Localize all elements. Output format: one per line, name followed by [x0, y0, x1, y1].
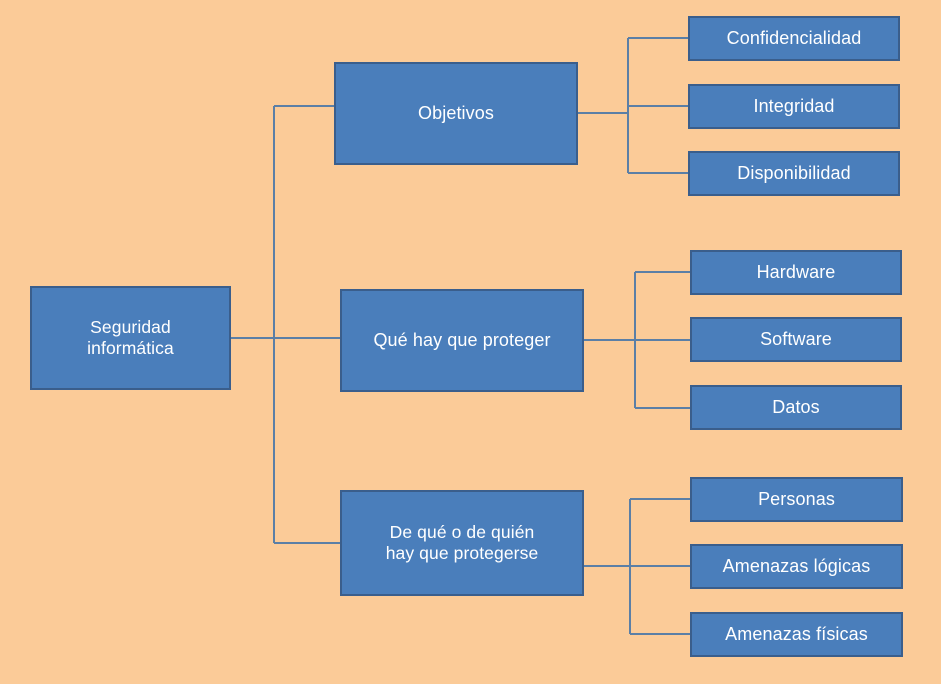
node-leaf-amenazas-fisicas[interactable]: Amenazas físicas	[690, 612, 903, 657]
node-leaf-disponibilidad[interactable]: Disponibilidad	[688, 151, 900, 196]
node-leaf-amenazas-logicas[interactable]: Amenazas lógicas	[690, 544, 903, 589]
node-branch-objetivos[interactable]: Objetivos	[334, 62, 578, 165]
node-leaf-integridad[interactable]: Integridad	[688, 84, 900, 129]
node-branch-de-que-o-de-quien-hay-que-protegerse[interactable]: De qué o de quién hay que protegerse	[340, 490, 584, 596]
node-root-seguridad-informatica[interactable]: Seguridad informática	[30, 286, 231, 390]
node-branch-que-hay-que-proteger[interactable]: Qué hay que proteger	[340, 289, 584, 392]
node-leaf-confidencialidad[interactable]: Confidencialidad	[688, 16, 900, 61]
node-leaf-hardware[interactable]: Hardware	[690, 250, 902, 295]
node-leaf-personas[interactable]: Personas	[690, 477, 903, 522]
node-leaf-datos[interactable]: Datos	[690, 385, 902, 430]
node-leaf-software[interactable]: Software	[690, 317, 902, 362]
